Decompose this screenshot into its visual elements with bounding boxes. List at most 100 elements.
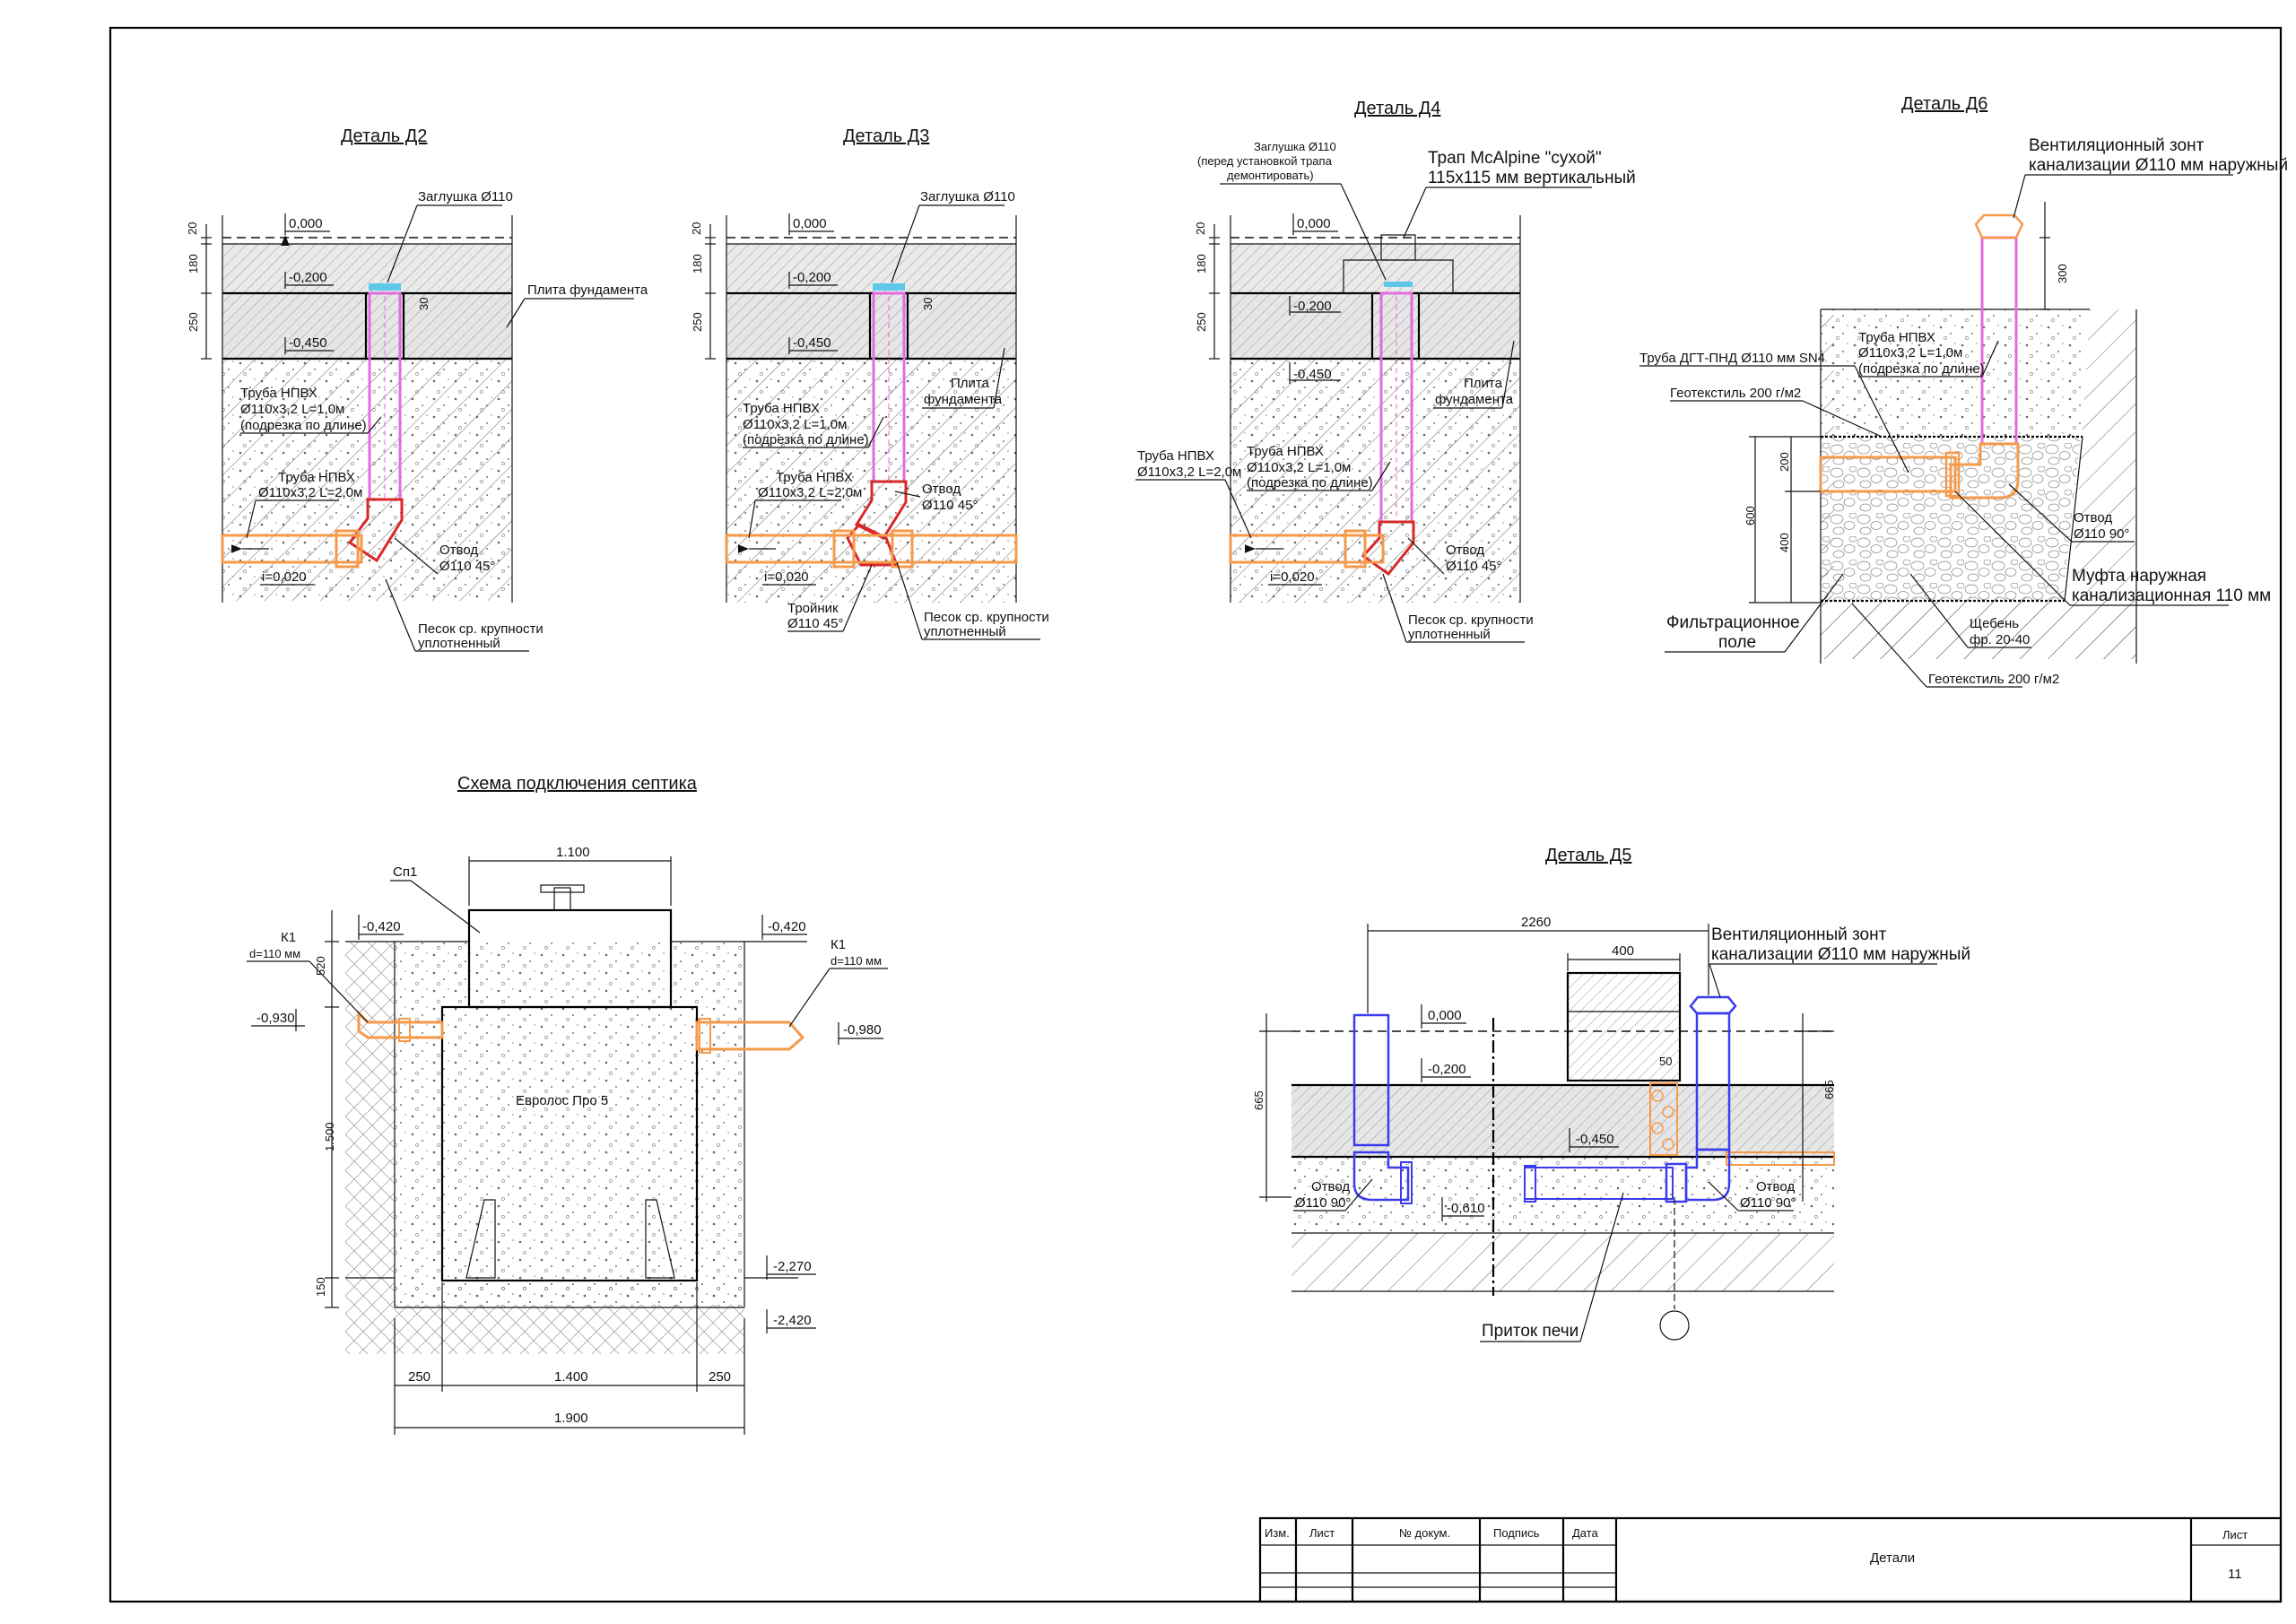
septic-k1-left-2: d=110 мм <box>249 947 300 960</box>
d2-elbow-2: Ø110 45° <box>439 559 495 574</box>
d4-level-450: -0,450 <box>1293 367 1332 382</box>
d6-gravel-1: Щебень <box>1970 616 2019 631</box>
detail-d3: Деталь Д3 20 180 250 30 0,000 <box>690 126 1049 640</box>
d2-pipe-v-1: Труба НПВХ <box>240 386 317 401</box>
d4-pipe-v-2: Ø110х3,2 L=1,0м <box>1247 460 1351 475</box>
stamp-h-doc: № докум. <box>1399 1526 1450 1540</box>
d6-pipe-2: Ø110х3,2 L=1,0м <box>1858 345 1962 360</box>
septic-k1-right-2: d=110 мм <box>831 954 882 968</box>
d5-vent-2: канализации Ø110 мм наружный <box>1711 945 1970 964</box>
stamp-sheet-num: 11 <box>2228 1567 2242 1582</box>
d3-dim-180: 180 <box>691 254 704 274</box>
d4-cap-2: (перед установкой трапа <box>1197 154 1333 168</box>
septic-level-420-left: -0,420 <box>362 919 401 934</box>
d4-slab-2: фундамента <box>1435 392 1514 407</box>
d5-elbow-left-1: Отвод <box>1311 1179 1350 1194</box>
detail-d5-title: Деталь Д5 <box>1545 846 1631 865</box>
d2-pipe-h-1: Труба НПВХ <box>278 470 355 485</box>
d6-elbow-2: Ø110 90° <box>2074 526 2129 542</box>
d3-dim-30: 30 <box>921 298 935 310</box>
d2-sand-1: Песок ср. крупности <box>418 621 544 637</box>
d3-pipe-h-2: Ø110х3,2 L=2,0м <box>758 485 862 500</box>
d6-pipe-1: Труба НПВХ <box>1858 330 1935 345</box>
stamp-name: Детали <box>1870 1550 1915 1566</box>
d2-pipe-v-3: (подрезка по длине) <box>240 418 367 433</box>
d4-pipe-h-1: Труба НПВХ <box>1137 448 1214 464</box>
d6-field-1: Фильтрационное <box>1666 613 1800 632</box>
d3-tee-2: Ø110 45° <box>787 616 843 631</box>
d2-sand-2: уплотненный <box>418 636 500 651</box>
d4-dim-250: 250 <box>1195 312 1208 332</box>
d4-slab-1: Плита <box>1464 376 1503 391</box>
d4-elbow-1: Отвод <box>1446 543 1484 558</box>
d4-trap-1: Трап McAlpine "сухой" <box>1428 149 1602 168</box>
d6-hdpe-label: Труба ДГТ-ПНД Ø110 мм SN4 <box>1639 351 1825 366</box>
d3-elbow-2: Ø110 45° <box>922 498 978 513</box>
d6-pipe-3: (подрезка по длине) <box>1858 361 1985 377</box>
stamp-h-list: Лист <box>1309 1526 1335 1540</box>
d2-level-200: -0,200 <box>289 270 327 285</box>
septic-title: Схема подключения септика <box>457 774 698 794</box>
d3-level-450: -0,450 <box>793 335 831 351</box>
d3-slab-1: Плита <box>951 376 990 391</box>
d5-vent-1: Вентиляционный зонт <box>1711 925 1887 944</box>
d6-geo-bottom: Геотекстиль 200 г/м2 <box>1928 672 2059 687</box>
d5-elbow-left-2: Ø110 90° <box>1295 1195 1351 1211</box>
d2-level-0: 0,000 <box>289 216 323 231</box>
d2-dim-250: 250 <box>187 312 200 332</box>
d4-pipe-h-2: Ø110х3,2 L=2,0м <box>1137 465 1241 480</box>
title-block: Изм. Лист № докум. Подпись Дата Детали Л… <box>1258 1516 2283 1603</box>
d3-pipe-v-2: Ø110х3,2 L=1,0м <box>743 417 847 432</box>
detail-d2: Деталь Д2 20 180 250 30 <box>186 126 648 652</box>
d2-dim-30: 30 <box>417 298 430 310</box>
d4-dim-180: 180 <box>1195 254 1208 274</box>
d6-vent-1: Вентиляционный зонт <box>2029 136 2205 155</box>
detail-d6: Деталь Д6 300 600 200 400 Вентиляционный <box>1639 94 2288 688</box>
septic-scheme: Схема подключения септика Евролос Про 5 … <box>247 774 888 1435</box>
d2-cap-label: Заглушка Ø110 <box>418 189 513 204</box>
d3-pipe-v-1: Труба НПВХ <box>743 401 820 416</box>
septic-dim-520: 520 <box>314 956 327 976</box>
septic-dim-250-right: 250 <box>709 1369 731 1385</box>
septic-k1-left-1: К1 <box>281 930 296 945</box>
septic-dim-1100: 1.100 <box>556 845 590 860</box>
detail-d4-title: Деталь Д4 <box>1354 99 1440 118</box>
d6-dim-300: 300 <box>2056 264 2069 283</box>
d5-inflow-label: Приток печи <box>1482 1322 1578 1341</box>
detail-d5: Деталь Д5 <box>1252 846 1970 1342</box>
d5-dim-50: 50 <box>1659 1055 1672 1068</box>
d5-dim-665-left: 665 <box>1252 1090 1265 1110</box>
septic-dim-1500: 1.500 <box>323 1122 336 1151</box>
d6-gravel-2: фр. 20-40 <box>1970 632 2030 647</box>
septic-dim-250-left: 250 <box>408 1369 430 1385</box>
d3-slab-2: фундамента <box>924 392 1003 407</box>
d4-sand-2: уплотненный <box>1408 627 1491 642</box>
septic-dim-1400: 1.400 <box>554 1369 588 1385</box>
d2-slab-label: Плита фундамента <box>527 282 648 298</box>
d3-level-200: -0,200 <box>793 270 831 285</box>
d6-geo-top: Геотекстиль 200 г/м2 <box>1670 386 1801 401</box>
d4-pipe-v-1: Труба НПВХ <box>1247 444 1324 459</box>
d4-sand-1: Песок ср. крупности <box>1408 612 1534 628</box>
stamp-h-sign: Подпись <box>1493 1526 1540 1540</box>
stamp-sheet-label: Лист <box>2222 1528 2248 1541</box>
d4-level-0: 0,000 <box>1297 216 1331 231</box>
detail-d4: Деталь Д4 20 180 250 0,000 <box>1135 99 1636 643</box>
septic-dim-1900: 1.900 <box>554 1411 588 1426</box>
d6-dim-200: 200 <box>1778 452 1791 472</box>
d6-dim-600: 600 <box>1744 506 1757 525</box>
septic-k1-right-1: К1 <box>831 937 846 952</box>
d2-dim-180: 180 <box>187 254 200 274</box>
septic-level-2270: -2,270 <box>773 1259 812 1274</box>
d3-dim-20: 20 <box>690 222 703 235</box>
d3-elbow-1: Отвод <box>922 482 961 497</box>
d3-slope: i=0,020 <box>764 569 809 585</box>
d3-level-0: 0,000 <box>793 216 827 231</box>
septic-level-930: -0,930 <box>257 1011 295 1026</box>
d5-dim-665-right: 665 <box>1822 1080 1836 1099</box>
septic-tank-label: Евролос Про 5 <box>516 1093 608 1108</box>
d2-elbow-1: Отвод <box>439 543 478 558</box>
septic-label-cp1: Сп1 <box>393 864 417 880</box>
d5-elbow-right-2: Ø110 90° <box>1740 1195 1796 1211</box>
septic-dim-150: 150 <box>314 1277 327 1297</box>
